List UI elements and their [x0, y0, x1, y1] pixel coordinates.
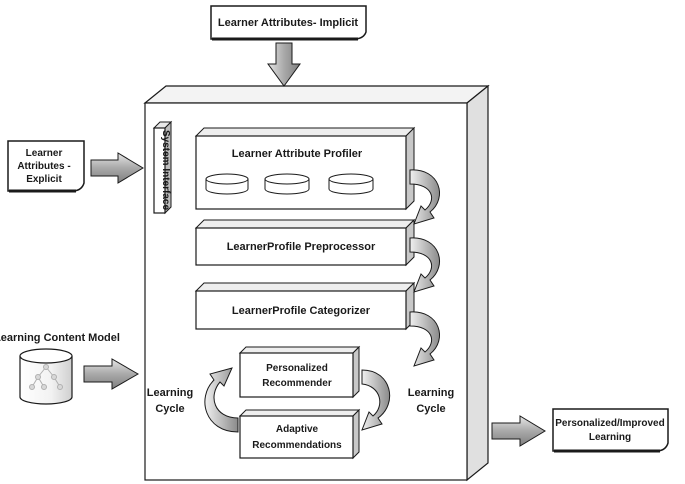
categorizer-box: LearnerProfile Categorizer — [194, 281, 416, 331]
preprocessor-label: LearnerProfile Preprocessor — [227, 241, 376, 253]
adaptive-label-line2: Recommendations — [252, 440, 342, 451]
implicit-attributes-label: Learner Attributes- Implicit — [218, 17, 359, 29]
curved-arrow — [409, 169, 440, 225]
right-arrow-content — [83, 358, 140, 390]
explicit-label-line1: Learner — [26, 148, 63, 159]
curved-arrow — [361, 369, 391, 431]
profile-store-icon — [205, 173, 249, 195]
right-arrow-output — [491, 415, 546, 447]
implicit-attributes-note: Learner Attributes- Implicit — [210, 5, 367, 41]
cycle-label-left-line1: Learning — [147, 387, 193, 399]
profile-store-icon — [328, 173, 374, 195]
adaptive-box: Adaptive Recommendations — [238, 408, 361, 460]
categorizer-label: LearnerProfile Categorizer — [232, 305, 371, 317]
content-model-label: Learning Content Model — [0, 332, 120, 344]
system-interface-label: System Interface — [160, 130, 171, 210]
cycle-label-right-line2: Cycle — [416, 403, 445, 415]
recommender-box: Personalized Recommender — [238, 345, 361, 399]
explicit-label-line3: Explicit — [26, 174, 62, 185]
explicit-label-line2: Attributes - — [17, 161, 70, 172]
system-interface-box: System Interface — [152, 120, 173, 215]
output-label-line2: Learning — [589, 432, 631, 443]
attribute-profiler-box: Learner Attribute Profiler — [194, 126, 416, 211]
recommender-label-line1: Personalized — [266, 363, 328, 374]
explicit-attributes-note: Learner Attributes - Explicit — [7, 140, 85, 193]
recommender-label-line2: Recommender — [262, 378, 332, 389]
output-label-line1: Personalized/Improved — [555, 418, 664, 429]
attribute-profiler-label: Learner Attribute Profiler — [232, 148, 363, 160]
curved-arrow — [409, 237, 440, 293]
cycle-label-left-line2: Cycle — [155, 403, 184, 415]
adaptive-label-line1: Adaptive — [276, 424, 319, 435]
content-model-database-icon — [19, 348, 73, 405]
cycle-arrow-left — [204, 367, 239, 433]
curved-arrow — [409, 311, 440, 367]
profile-store-icon — [264, 173, 310, 195]
cycle-label-right-line1: Learning — [408, 387, 454, 399]
tree-icon — [29, 364, 63, 390]
down-arrow — [267, 42, 301, 87]
preprocessor-box: LearnerProfile Preprocessor — [194, 218, 416, 267]
output-note: Personalized/Improved Learning — [552, 408, 669, 453]
right-arrow-explicit — [90, 152, 144, 184]
